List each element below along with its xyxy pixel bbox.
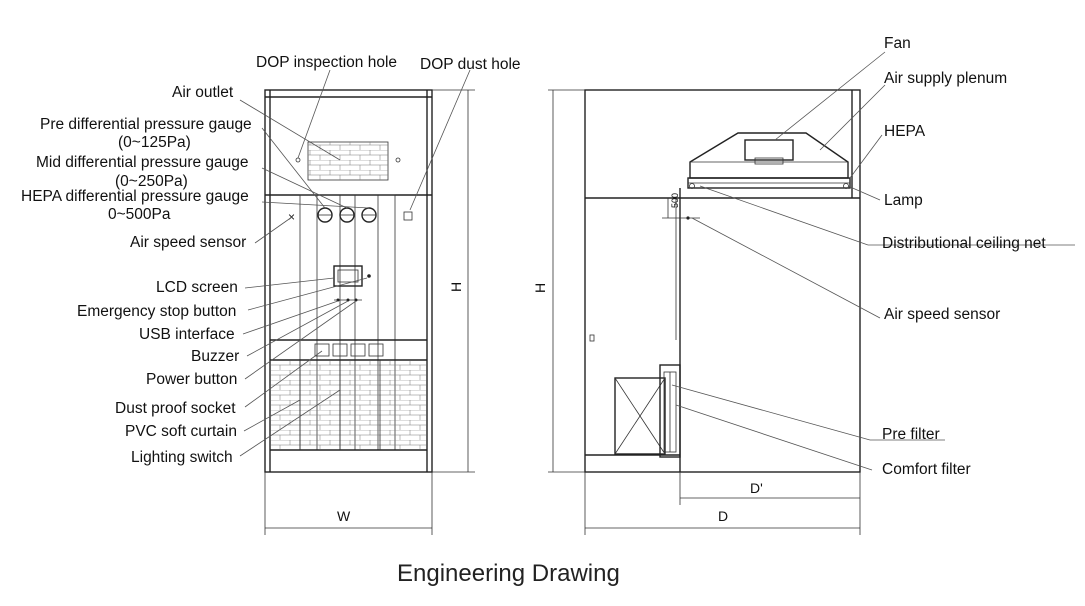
front-leader-lines xyxy=(239,69,471,457)
dim-front-height: H xyxy=(448,282,464,292)
pvc-curtain xyxy=(271,361,426,449)
dop-inspection-hole-marker xyxy=(295,157,301,163)
pressure-gauges xyxy=(317,207,377,223)
front-labels: DOP inspection hole DOP dust hole Air ou… xyxy=(21,54,521,524)
side-cabinet-outline xyxy=(584,89,861,473)
label-air-supply-plenum: Air supply plenum xyxy=(884,70,1007,87)
label-hepa-gauge-line2: 0~500Pa xyxy=(108,206,171,223)
dim-front-width: W xyxy=(337,508,351,524)
lamp-left xyxy=(689,183,695,189)
label-pvc-curtain: PVC soft curtain xyxy=(125,423,237,440)
caption: Engineering Drawing xyxy=(397,560,620,587)
label-air-speed-sensor-front: Air speed sensor xyxy=(130,234,246,251)
side-leader-lines xyxy=(671,51,1075,471)
fan-box xyxy=(744,139,794,161)
side-view xyxy=(548,89,861,535)
label-comfort-filter: Comfort filter xyxy=(882,461,971,478)
label-power-button: Power button xyxy=(146,371,237,388)
lcd-screen xyxy=(333,265,363,287)
emergency-stop-marker xyxy=(367,274,371,278)
label-ceiling-net: Distributional ceiling net xyxy=(882,235,1046,252)
label-lighting-switch: Lighting switch xyxy=(131,449,233,466)
comfort-filter xyxy=(659,364,681,458)
side-labels: Fan Air supply plenum HEPA Lamp Distribu… xyxy=(532,35,1046,524)
dim-side-depth: D xyxy=(718,508,728,524)
label-pre-gauge-line1: Pre differential pressure gauge xyxy=(40,116,252,133)
pre-filter xyxy=(614,377,666,455)
label-usb-interface: USB interface xyxy=(139,326,235,343)
dim-side-height: H xyxy=(532,283,548,293)
label-lcd-screen: LCD screen xyxy=(156,279,238,296)
dim-sensor-offset: 500 xyxy=(670,193,680,208)
label-air-outlet: Air outlet xyxy=(172,84,234,101)
label-hepa: HEPA xyxy=(884,123,926,140)
label-air-speed-sensor-side: Air speed sensor xyxy=(884,306,1000,323)
label-pre-filter: Pre filter xyxy=(882,426,940,443)
dim-side-depth-inner: D' xyxy=(750,480,763,496)
label-fan: Fan xyxy=(884,35,911,52)
dop-dust-hole-marker xyxy=(403,211,413,221)
front-cabinet-outline xyxy=(264,89,433,473)
front-view: × xyxy=(264,89,475,535)
filters xyxy=(614,364,681,458)
label-mid-gauge-line1: Mid differential pressure gauge xyxy=(36,154,249,171)
label-mid-gauge-line2: (0~250Pa) xyxy=(115,173,188,190)
label-dop-dust-hole: DOP dust hole xyxy=(420,56,521,73)
label-buzzer: Buzzer xyxy=(191,348,239,365)
label-lamp: Lamp xyxy=(884,192,923,209)
fan-plenum xyxy=(687,132,851,189)
label-pre-gauge-line2: (0~125Pa) xyxy=(118,134,191,151)
socket-4 xyxy=(368,343,384,357)
socket-2 xyxy=(332,343,348,357)
socket-1 xyxy=(314,343,330,357)
label-emergency-stop: Emergency stop button xyxy=(77,303,236,320)
label-dop-inspection-hole: DOP inspection hole xyxy=(256,54,397,71)
socket-3 xyxy=(350,343,366,357)
label-hepa-gauge-line1: HEPA differential pressure gauge xyxy=(21,188,249,205)
label-dust-proof-socket: Dust proof socket xyxy=(115,400,236,417)
